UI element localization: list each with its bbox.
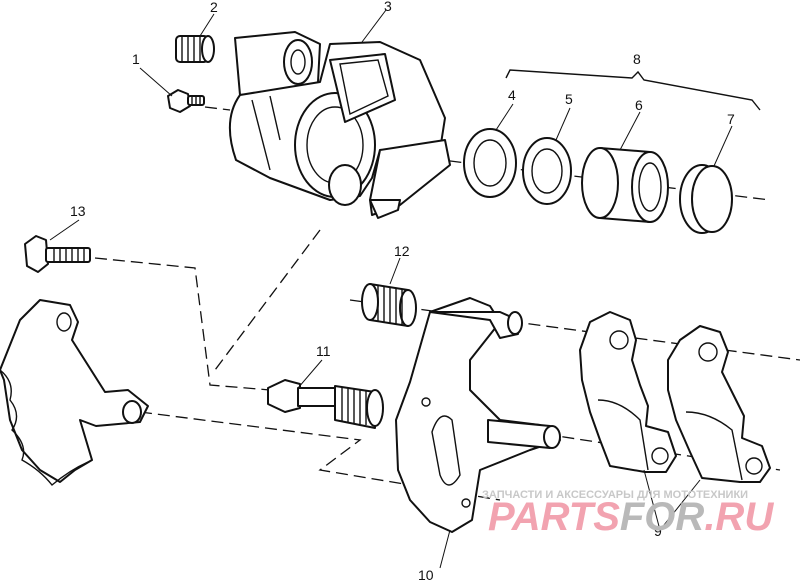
callout-8: 8 xyxy=(633,51,641,67)
callout-2: 2 xyxy=(210,0,218,15)
part-9-pad-outer xyxy=(667,325,771,483)
part-13-bolt xyxy=(24,235,91,273)
part-10-bracket xyxy=(395,297,561,533)
callout-6: 6 xyxy=(635,97,643,113)
part-5-seal xyxy=(522,137,572,205)
part-2-plug xyxy=(175,35,215,63)
callout-9: 9 xyxy=(654,523,662,539)
callout-5: 5 xyxy=(565,91,573,107)
callout-7: 7 xyxy=(727,111,735,127)
watermark-brand-b: FOR xyxy=(620,495,705,539)
part-1-bleed-screw xyxy=(167,89,205,113)
part-11-pin xyxy=(267,379,384,429)
frame-mount-bracket xyxy=(0,299,149,486)
callout-4: 4 xyxy=(508,87,516,103)
part-4-seal xyxy=(463,128,517,198)
callout-labels: 1 2 3 4 5 6 7 8 9 10 11 12 13 xyxy=(70,0,735,583)
watermark-logo: PARTSFOR.RU xyxy=(488,495,774,539)
part-6-piston xyxy=(581,147,669,223)
part-9-pad-inner xyxy=(579,311,677,473)
watermark: ЗАПЧАСТИ И АКСЕССУАРЫ ДЛЯ МОТОТЕХНИКИ PA… xyxy=(482,489,774,539)
watermark-caption: ЗАПЧАСТИ И АКСЕССУАРЫ ДЛЯ МОТОТЕХНИКИ xyxy=(482,489,748,501)
part-12-sleeve xyxy=(361,283,417,327)
callout-11: 11 xyxy=(316,343,331,359)
callout-12: 12 xyxy=(394,243,410,259)
watermark-brand-a: PARTS xyxy=(488,495,620,539)
callout-13: 13 xyxy=(70,203,86,219)
part-3-caliper-body xyxy=(228,31,451,219)
callout-10: 10 xyxy=(418,567,434,583)
kit-bracket xyxy=(505,69,761,111)
part-7-cap xyxy=(679,164,733,234)
leader-lines xyxy=(49,9,733,569)
watermark-brand-c: .RU xyxy=(704,495,774,539)
callout-1: 1 xyxy=(132,51,140,67)
callout-3: 3 xyxy=(384,0,392,14)
